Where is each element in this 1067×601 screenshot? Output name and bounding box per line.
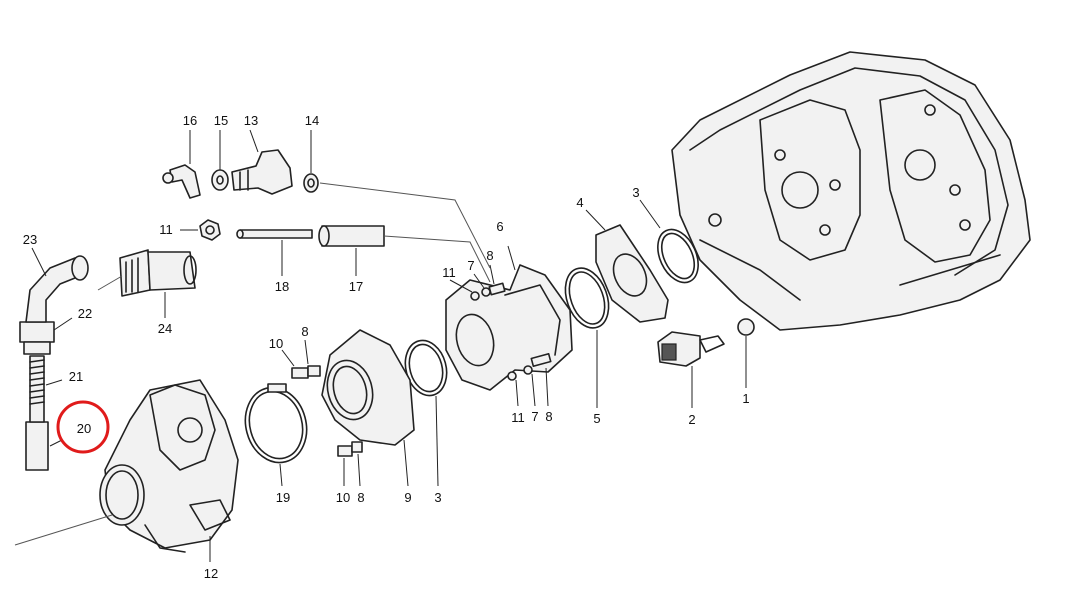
callout-11-top: 11 bbox=[159, 222, 173, 237]
part-12-throttle-body bbox=[99, 379, 239, 562]
callout-17: 17 bbox=[349, 279, 363, 294]
fasteners-top-manifold bbox=[449, 264, 506, 301]
part-4-gasket bbox=[585, 209, 669, 323]
callout-14: 14 bbox=[305, 113, 319, 128]
callout-18: 18 bbox=[275, 279, 289, 294]
part-11-nut-top bbox=[180, 219, 221, 241]
callout-21: 21 bbox=[69, 369, 83, 384]
callout-10-upper: 10 bbox=[269, 336, 283, 351]
callout-7-manifold: 7 bbox=[467, 258, 474, 273]
highlight-circle-part-20 bbox=[56, 400, 110, 454]
part-24-connector-boot bbox=[97, 249, 197, 318]
part-16-bracket bbox=[162, 130, 201, 199]
callout-8-lower: 8 bbox=[545, 409, 552, 424]
callout-8-flange: 8 bbox=[357, 490, 364, 505]
part-10-screw-upper bbox=[281, 339, 321, 379]
part-15-washer bbox=[211, 130, 229, 191]
callout-2: 2 bbox=[688, 412, 695, 427]
callout-3-lower: 3 bbox=[434, 490, 441, 505]
callout-11-manifold: 11 bbox=[442, 265, 456, 280]
callout-1: 1 bbox=[742, 391, 749, 406]
part-9-adapter-flange bbox=[321, 329, 415, 487]
cylinder-head bbox=[671, 51, 1031, 331]
callout-20: 20 bbox=[77, 421, 91, 436]
part-23-elbow-hose bbox=[25, 247, 89, 323]
part-5-oring bbox=[564, 267, 610, 408]
callout-22: 22 bbox=[78, 306, 92, 321]
part-10-screw-lower bbox=[337, 441, 363, 487]
callout-6: 6 bbox=[496, 219, 503, 234]
part-2-temperature-sensor bbox=[657, 331, 725, 408]
callout-5: 5 bbox=[593, 411, 600, 426]
callout-10-lower: 10 bbox=[336, 490, 350, 505]
part-14-washer bbox=[303, 130, 491, 269]
callout-labels: 1 2 3 4 5 6 11 7 8 11 7 8 3 9 10 8 10 8 … bbox=[23, 113, 750, 581]
callout-13: 13 bbox=[244, 113, 258, 128]
callout-9: 9 bbox=[404, 490, 411, 505]
callout-8-manifold: 8 bbox=[486, 248, 493, 263]
callout-11-lower: 11 bbox=[511, 410, 525, 425]
part-13-injector bbox=[231, 129, 293, 195]
callout-4: 4 bbox=[576, 195, 583, 210]
callout-8-upper: 8 bbox=[301, 324, 308, 339]
part-21-threaded-rod bbox=[29, 355, 63, 423]
part-1-plug bbox=[737, 318, 755, 388]
callout-3-upper: 3 bbox=[632, 185, 639, 200]
part-22-nut-fitting bbox=[19, 317, 73, 355]
callout-12: 12 bbox=[204, 566, 218, 581]
part-17-tube bbox=[318, 225, 491, 283]
callout-23: 23 bbox=[23, 232, 37, 247]
callout-24: 24 bbox=[158, 321, 172, 336]
part-6-intake-manifold bbox=[445, 245, 573, 391]
part-3-oring-upper bbox=[639, 199, 699, 284]
callout-15: 15 bbox=[214, 113, 228, 128]
fasteners-bottom-manifold bbox=[507, 353, 552, 407]
part-19-hose-clamp bbox=[244, 383, 308, 487]
guide-line-throttle bbox=[14, 514, 113, 546]
callout-16: 16 bbox=[183, 113, 197, 128]
callout-7-lower: 7 bbox=[531, 409, 538, 424]
part-18-rod bbox=[236, 229, 313, 276]
callout-19: 19 bbox=[276, 490, 290, 505]
